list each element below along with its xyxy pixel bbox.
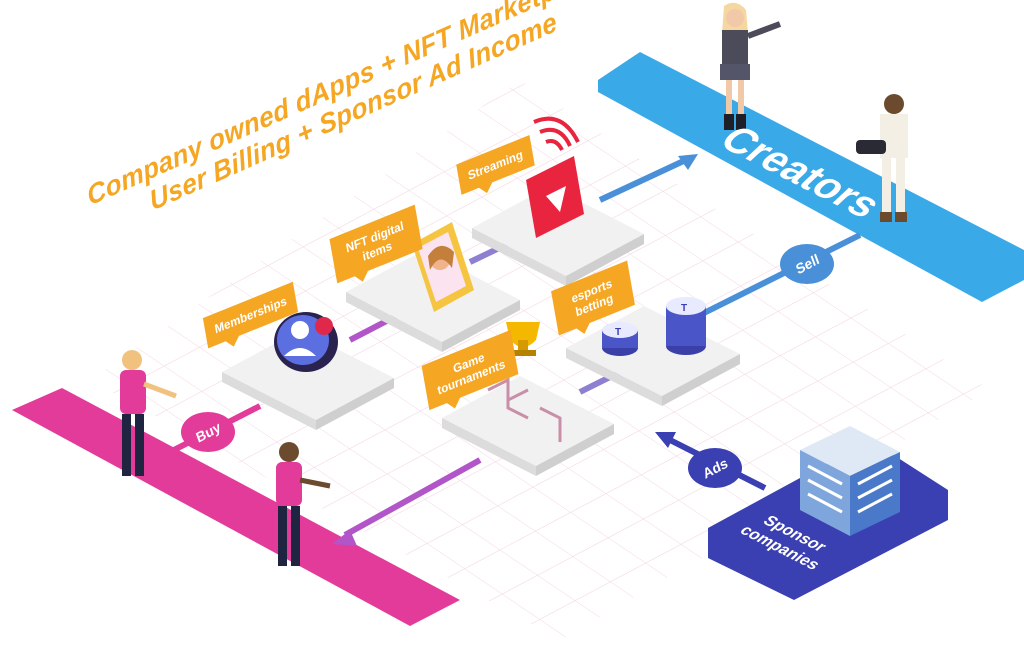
fans-arrow-line [343,457,482,538]
play-button-icon [526,116,584,238]
coin-stack-icon: T T [602,297,706,356]
svg-text:T: T [681,303,687,314]
fan-figure-1 [120,350,177,476]
sell-badge: Sell [780,244,834,284]
svg-text:T: T [615,327,621,338]
creator-figure-gamer [856,94,908,222]
sell-flow-line [688,232,862,323]
bracket-icon [487,377,562,442]
creator-figure-singer [720,2,782,130]
ads-badge: Ads [688,448,742,488]
person-avatar-icon [274,312,338,372]
creators-arrow-head [678,154,698,170]
platform-memberships [222,330,394,430]
fan-figure-2 [276,442,331,566]
office-building-icon [800,426,900,536]
platform-streaming [472,186,644,286]
ads-arrow-head [655,432,676,448]
creators-band [598,52,1024,302]
buy-badge: Buy [181,412,235,452]
creators-arrow-line [598,155,692,203]
fans-arrow-head [332,530,357,546]
trophy-icon [506,322,540,356]
platform-tournaments [442,376,614,476]
framed-portrait-icon [412,222,474,312]
